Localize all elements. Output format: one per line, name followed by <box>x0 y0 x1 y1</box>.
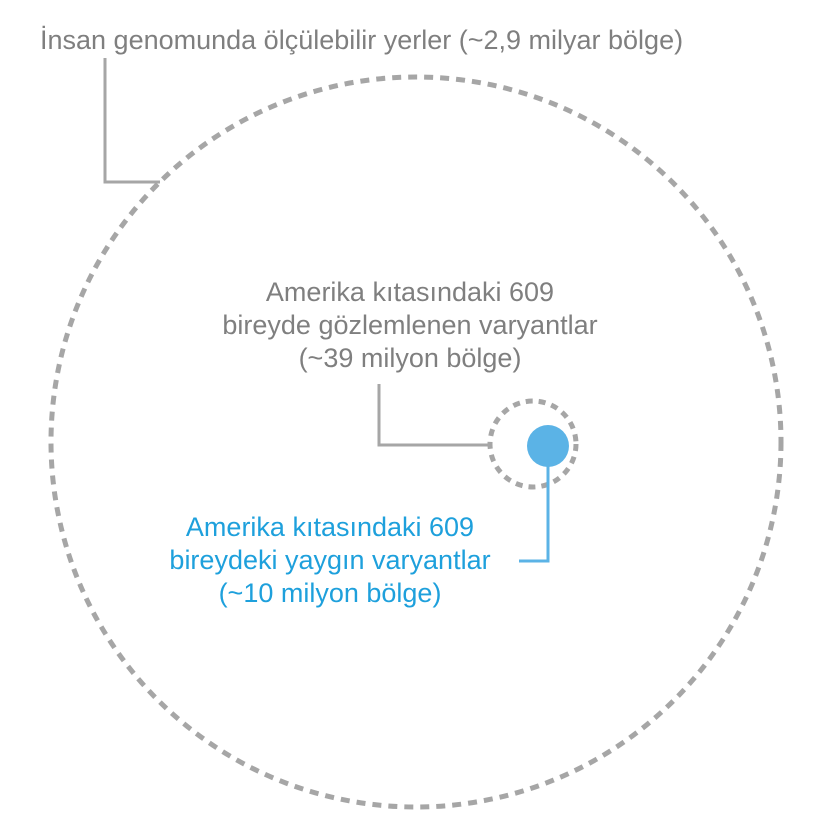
common-label-line1: Amerika kıtasındaki 609 <box>185 512 475 542</box>
common-leader-line <box>519 466 550 563</box>
observed-label-line2: bireyde gözlemlenen varyantlar <box>222 310 598 340</box>
common-label-line3: (~10 milyon bölge) <box>218 578 442 608</box>
genome-leader-line <box>103 58 160 184</box>
observed-label-line1: Amerika kıtasındaki 609 <box>265 277 555 307</box>
common-variants-label: Amerika kıtasındaki 609 bireydeki yaygın… <box>140 511 520 610</box>
genome-label: İnsan genomunda ölçülebilir yerler (~2,9… <box>40 24 683 57</box>
genome-label-line1: İnsan genomunda ölçülebilir yerler (~2,9… <box>40 25 684 55</box>
observed-variants-label: Amerika kıtasındaki 609 bireyde gözlemle… <box>200 276 620 375</box>
observed-leader-line <box>377 384 490 447</box>
genome-circle <box>48 74 784 810</box>
common-variants-dot <box>527 425 569 467</box>
observed-label-line3: (~39 milyon bölge) <box>298 343 522 373</box>
common-label-line2: bireydeki yaygın varyantlar <box>169 545 491 575</box>
